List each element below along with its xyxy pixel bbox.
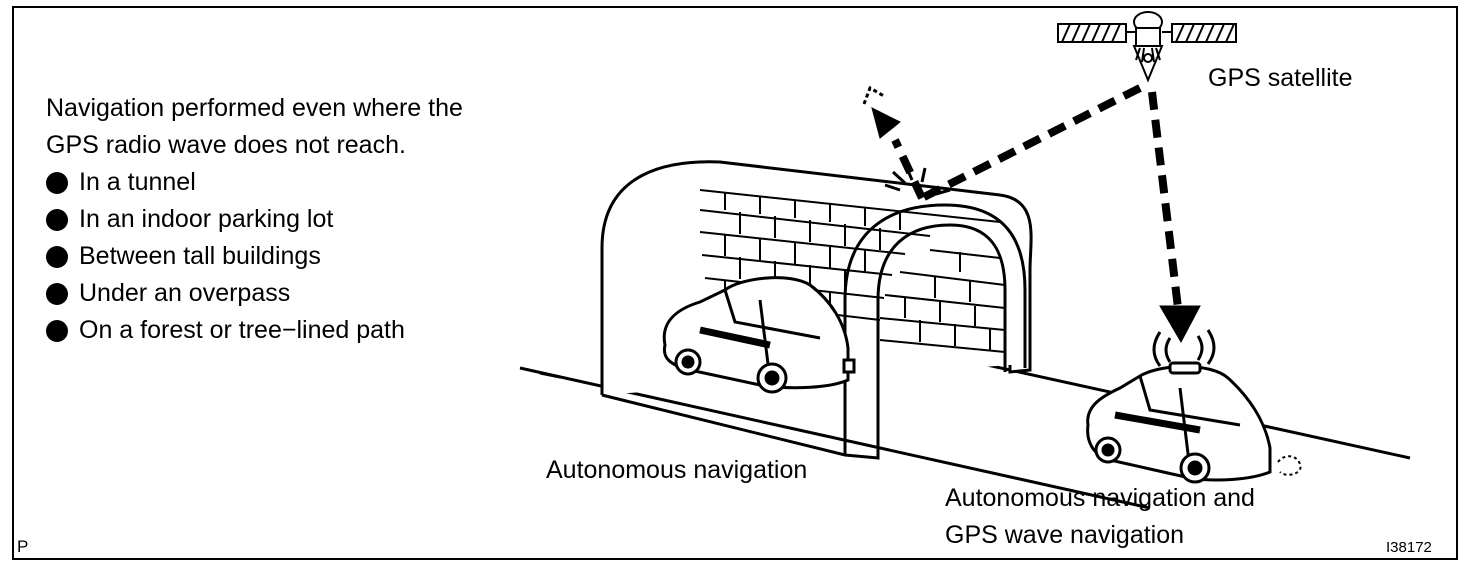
signal-waves-car — [1152, 329, 1216, 367]
condition-label: On a forest or tree−lined path — [79, 316, 405, 344]
wave-arrowheads — [862, 85, 1201, 344]
bullet-dot-icon — [46, 208, 68, 231]
combined-label-line-2: GPS wave navigation — [945, 521, 1185, 549]
corner-mark: P — [17, 537, 29, 556]
diagram-frame — [12, 6, 1458, 560]
list-item: In a tunnel — [46, 164, 405, 201]
brick-pattern — [699, 189, 1006, 353]
bullet-dot-icon — [46, 171, 68, 194]
gps-wave-paths — [891, 84, 1182, 309]
condition-label: In a tunnel — [79, 168, 196, 196]
list-item: On a forest or tree−lined path — [46, 312, 405, 349]
gps-satellite-icon — [1057, 11, 1237, 83]
intro-line-1: Navigation performed even where the — [46, 94, 463, 122]
satellite-label: GPS satellite — [1208, 64, 1353, 92]
list-item: Between tall buildings — [46, 238, 405, 275]
list-item: In an indoor parking lot — [46, 201, 405, 238]
conditions-list: In a tunnel In an indoor parking lot Bet… — [46, 164, 405, 349]
bullet-dot-icon — [46, 282, 68, 305]
condition-label: Between tall buildings — [79, 242, 321, 270]
list-item: Under an overpass — [46, 275, 405, 312]
intro-line-2: GPS radio wave does not reach. — [46, 131, 406, 159]
figure-id: I38172 — [1386, 539, 1432, 556]
combined-navigation-label: Autonomous navigation and GPS wave navig… — [945, 480, 1255, 554]
condition-label: In an indoor parking lot — [79, 205, 334, 233]
bullet-dot-icon — [46, 319, 68, 342]
car-outside — [1086, 361, 1302, 484]
car-in-tunnel — [662, 276, 856, 394]
intro-text: Navigation performed even where the GPS … — [46, 90, 463, 164]
bullet-dot-icon — [46, 245, 68, 268]
condition-label: Under an overpass — [79, 279, 291, 307]
combined-label-line-1: Autonomous navigation and — [945, 484, 1255, 512]
autonomous-navigation-label: Autonomous navigation — [546, 456, 808, 484]
